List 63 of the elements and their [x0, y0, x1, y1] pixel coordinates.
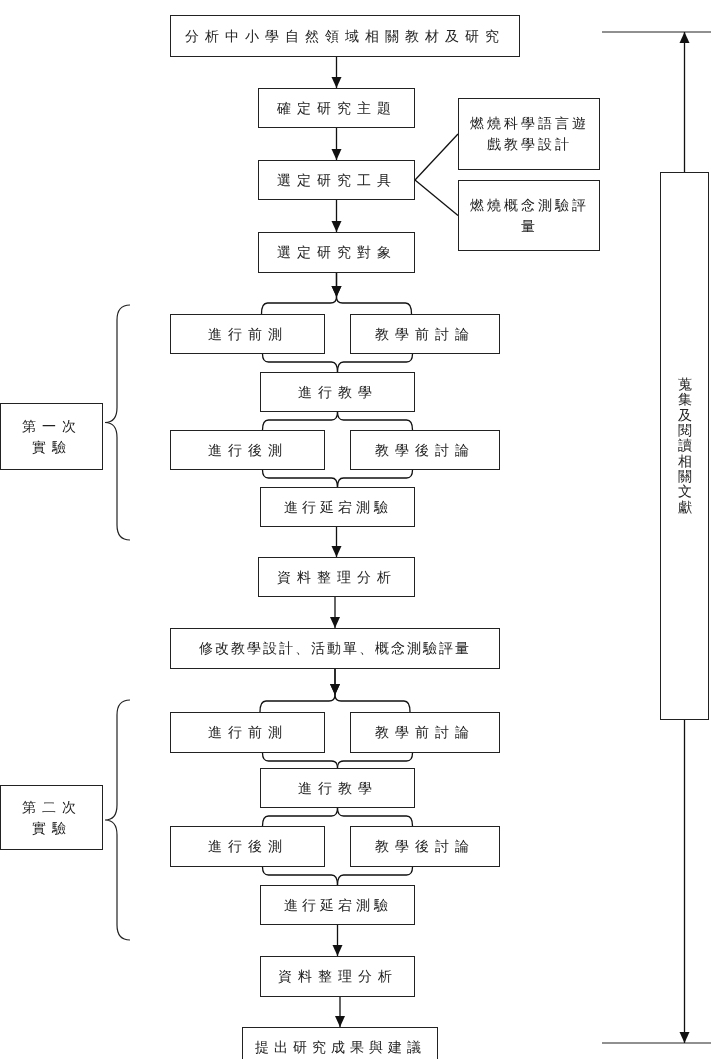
box-label: 教學前討論 [375, 324, 475, 344]
box-label: 進行延宕測驗 [283, 895, 392, 915]
box-label: 修改教學設計、活動單、概念測驗評量 [199, 639, 471, 658]
box-label: 教學後討論 [375, 837, 475, 856]
box-label: 第一次實驗 [20, 416, 83, 457]
box-label: 進行後測 [207, 440, 288, 460]
process-box [350, 314, 500, 354]
box-label: 第二次實驗 [20, 797, 83, 838]
process-box [0, 403, 103, 470]
arrow [679, 31, 690, 173]
process-box [260, 885, 415, 925]
process-box [458, 180, 600, 251]
process-box [350, 430, 500, 470]
arrow [330, 668, 411, 713]
arrow [331, 127, 342, 161]
process-box [170, 314, 325, 354]
process-box [458, 98, 600, 170]
process-box [350, 712, 500, 753]
connector-line [414, 133, 459, 181]
process-box [260, 487, 415, 527]
box-label: 蒐集及閱讀相關文獻 [677, 376, 692, 516]
box-label: 進行前測 [207, 324, 288, 344]
process-box [260, 768, 415, 808]
box-label: 進行教學 [297, 382, 378, 402]
arrow [331, 199, 342, 233]
arrow [332, 924, 343, 957]
arrow [331, 56, 342, 89]
process-box [170, 628, 500, 669]
box-label: 資料整理分析 [276, 567, 397, 587]
process-box [260, 956, 415, 997]
box-label: 進行後測 [207, 837, 288, 856]
box-label: 提出研究成果與建議 [254, 1037, 426, 1057]
process-box [258, 88, 415, 128]
process-box [0, 785, 103, 850]
box-label: 進行前測 [207, 723, 288, 742]
box-label: 資料整理分析 [277, 967, 398, 986]
box-label: 教學前討論 [375, 723, 475, 742]
process-box [260, 372, 415, 412]
box-label: 燃燒概念測驗評量 [468, 195, 590, 236]
process-box [170, 712, 325, 753]
arrow [679, 719, 690, 1044]
arrow [335, 996, 345, 1028]
box-label: 燃燒科學語言遊戲教學設計 [468, 114, 590, 154]
process-box [170, 826, 325, 867]
process-box [258, 160, 415, 200]
process-box [350, 826, 500, 867]
arrow [331, 272, 413, 315]
process-box [258, 232, 415, 273]
arrow [331, 526, 342, 558]
box-label: 進行延宕測驗 [283, 497, 392, 517]
process-box [258, 557, 415, 597]
box-label: 確定研究主題 [276, 98, 397, 118]
box-label: 選定研究對象 [276, 243, 397, 262]
side-box [660, 172, 709, 720]
connector-line [414, 179, 459, 217]
process-box [242, 1027, 438, 1059]
box-label: 分析中小學自然領域相關教材及研究 [185, 26, 505, 46]
process-box [170, 430, 325, 470]
arrow [330, 596, 340, 629]
box-label: 選定研究工具 [276, 170, 397, 190]
box-label: 進行教學 [297, 778, 378, 798]
process-box [170, 15, 520, 57]
box-label: 教學後討論 [375, 440, 475, 460]
